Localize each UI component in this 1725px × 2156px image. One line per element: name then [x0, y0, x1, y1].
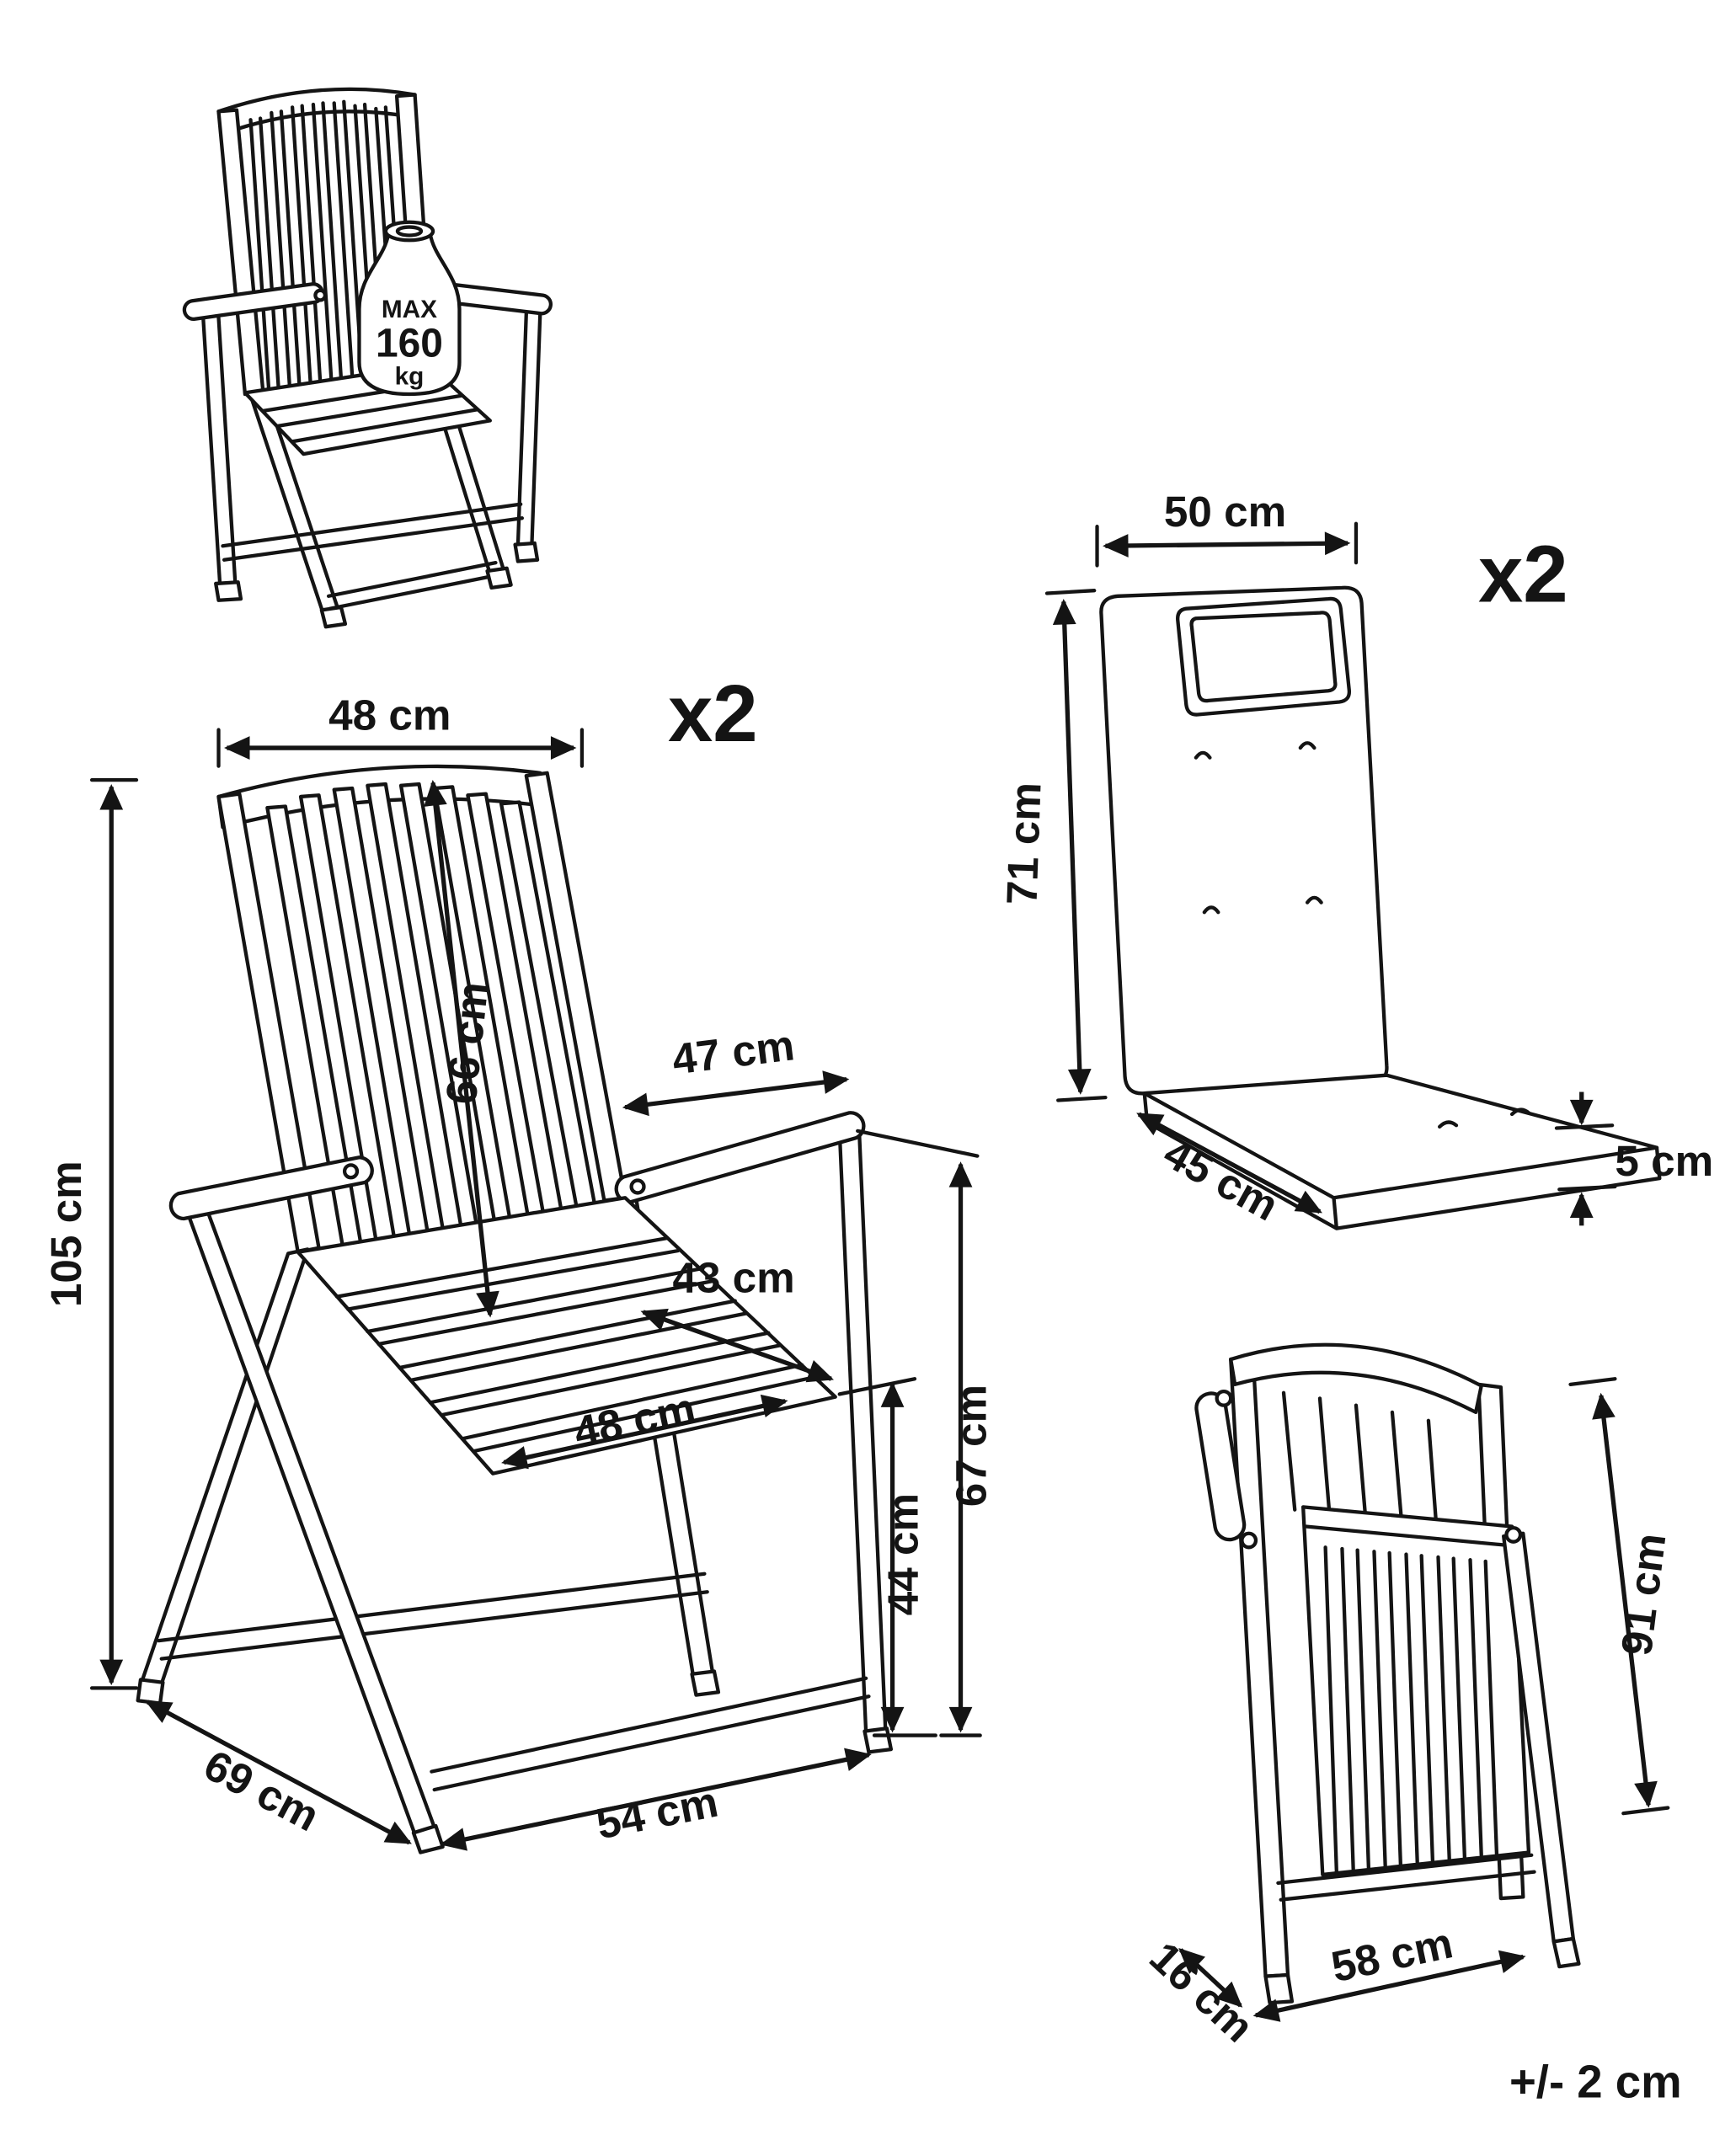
- max-weight-label-line2: 160: [376, 321, 443, 366]
- dim-backrest-width: 48 cm: [216, 691, 585, 768]
- dim-armrest-length-label: 47 cm: [670, 1021, 797, 1083]
- dim-cushion-thickness-label: 5 cm: [1615, 1137, 1713, 1185]
- small-chair-left-stile: [216, 108, 265, 397]
- max-weight-marker: MAX 160 kg: [357, 220, 462, 397]
- cushion-headrest-pillow-inner: [1189, 611, 1338, 703]
- cushion-headrest-pillow: [1176, 596, 1352, 717]
- small-chair-feet: [214, 541, 540, 629]
- dim-total-width-label: 54 cm: [592, 1778, 721, 1849]
- folded-chair-back-slats: [1281, 1390, 1439, 1534]
- dim-folded-height: 91 cm: [1568, 1377, 1674, 1816]
- folded-chair-panel-slats: [1323, 1545, 1499, 1874]
- dim-folded-depth: 16 cm: [1140, 1933, 1263, 2052]
- max-weight-label-line1: MAX: [382, 296, 437, 323]
- max-weight-label-line3: kg: [395, 362, 425, 390]
- small-chair-hinge: [313, 288, 328, 302]
- chair-front-stretcher: [430, 1676, 871, 1792]
- vase-spout: [383, 220, 435, 243]
- small-chair-illustration: MAX 160 kg: [182, 87, 553, 629]
- folded-chair-hinge: [1504, 1526, 1523, 1544]
- vase-body: [357, 232, 462, 397]
- dim-seat-depth-label: 43 cm: [672, 1254, 794, 1302]
- dim-seat-height-label: 44 cm: [879, 1493, 927, 1615]
- chair-right-hinge: [629, 1178, 646, 1195]
- dim-total-depth-label: 69 cm: [196, 1741, 327, 1841]
- small-chair-legs: [201, 310, 542, 629]
- folded-chair-hinge: [1240, 1531, 1258, 1550]
- main-chair-illustration: [136, 764, 894, 1854]
- tolerance-note: +/- 2 cm: [1509, 2057, 1682, 2108]
- small-chair-left-armrest: [182, 282, 324, 321]
- dim-armrest-length: 47 cm: [622, 1021, 850, 1117]
- dim-cushion-thickness: 5 cm: [1554, 1091, 1713, 1226]
- chair-rear-stretcher: [157, 1572, 709, 1661]
- dim-armrest-height-label: 67 cm: [947, 1385, 995, 1507]
- dim-total-width: 54 cm: [440, 1748, 872, 1851]
- dim-cushion-width-label: 50 cm: [1164, 488, 1286, 536]
- dim-backrest-width-label: 48 cm: [328, 691, 451, 739]
- folded-chair-illustration: [1194, 1342, 1581, 2005]
- dim-folded-width: 58 cm: [1252, 1919, 1526, 2022]
- dim-total-height: 105 cm: [42, 777, 139, 1690]
- dim-seat-height: 44 cm: [837, 1377, 937, 1737]
- chair-right-armrest: [614, 1111, 866, 1204]
- small-chair-backrest-slats: [248, 99, 406, 391]
- dim-cushion-back-height: 71 cm: [998, 589, 1108, 1102]
- cushion-back-tufts: [1194, 741, 1323, 915]
- dim-cushion-width: 50 cm: [1095, 488, 1359, 568]
- folded-chair-top-rail: [1229, 1342, 1483, 1415]
- dim-folded-depth-label: 16 cm: [1140, 1933, 1263, 2052]
- folded-chair-hinge: [1215, 1389, 1233, 1407]
- chair-left-hinge: [342, 1163, 360, 1180]
- chair-quantity-label: x2: [668, 669, 758, 759]
- folded-chair-armrest: [1194, 1391, 1247, 1542]
- cushion-seat-tufts: [1437, 1107, 1531, 1129]
- folded-chair-seat-panel-edge: [1304, 1524, 1517, 1548]
- dim-total-depth: 69 cm: [145, 1700, 412, 1845]
- folded-chair-stretcher: [1276, 1853, 1536, 1902]
- dim-cushion-back-height-label: 71 cm: [998, 782, 1050, 905]
- dim-total-height-label: 105 cm: [42, 1161, 90, 1307]
- dim-folded-width-label: 58 cm: [1327, 1919, 1457, 1991]
- cushion-quantity-label: x2: [1478, 529, 1568, 619]
- dim-seat-depth: 43 cm: [640, 1254, 834, 1383]
- chair-left-armrest: [168, 1155, 374, 1221]
- dim-folded-height-label: 91 cm: [1612, 1530, 1674, 1657]
- dim-armrest-height: 67 cm: [856, 1129, 995, 1737]
- cushion-seat-thickness: [1142, 1091, 1662, 1230]
- vase-spout-opening: [395, 225, 424, 237]
